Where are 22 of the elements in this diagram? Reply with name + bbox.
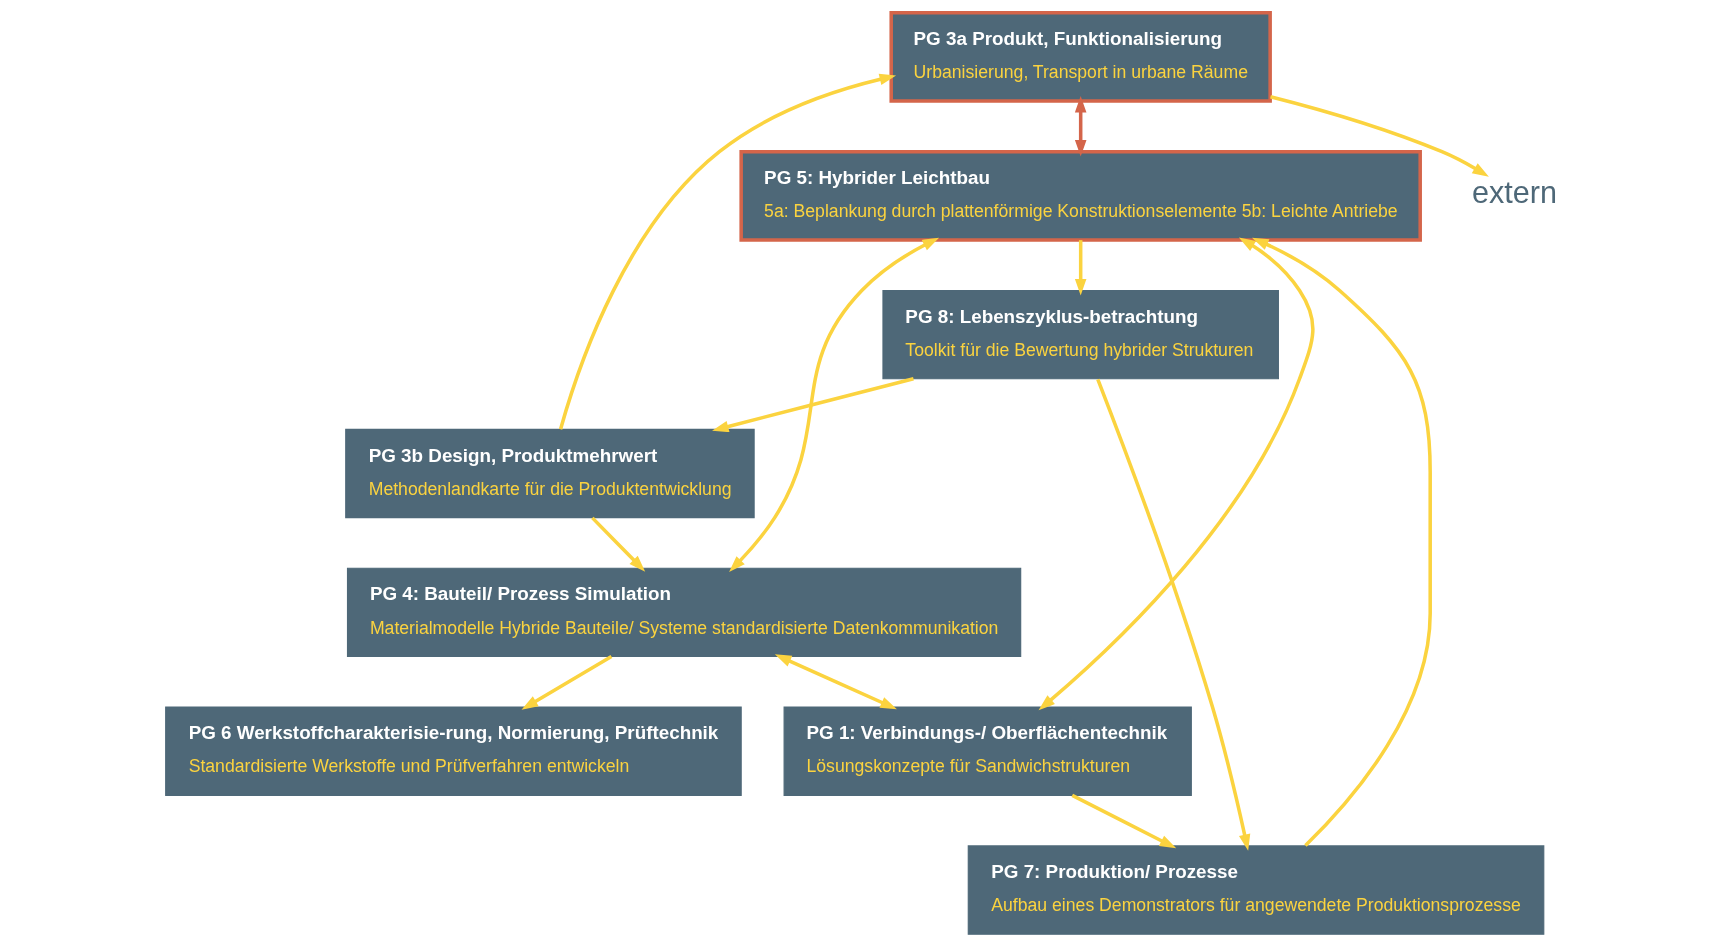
arrow — [1251, 237, 1432, 847]
node-box: PG 8: Lebenszyklus-betrachtung Toolkit für die Bewertung hybrider Strukturen — [881, 289, 1279, 380]
arrow — [558, 73, 896, 430]
arrow — [728, 237, 939, 573]
arrow — [1038, 237, 1315, 711]
arrow — [774, 654, 897, 710]
node-box: PG 4: Bauteil/ Prozess Simulation Materialmodelle Hybride Bauteile/ Systeme standardisierte Datenkommunikation — [346, 567, 1021, 658]
node-box: PG 3b Design, Produktmehrwert Methodenlandkarte für die Produktentwicklung — [344, 428, 755, 519]
arrow — [1095, 378, 1250, 851]
arrow — [590, 516, 645, 572]
node-box: PG 3a Produkt, Funktionalisierung Urbanisierung, Transport in urbane Räume — [888, 11, 1272, 103]
node-text: extern — [1471, 175, 1557, 210]
arrow — [1070, 793, 1176, 849]
arrow — [711, 377, 914, 433]
node-box: PG 6 Werkstoffcharakterisie-rung, Normierung, Prüftechnik Standardisierte Werkstoffe und Prüfverfahren entwickeln — [164, 706, 742, 796]
arrow — [521, 655, 612, 710]
node-box: PG 5: Hybrider Leichtbau 5a: Beplankung durch plattenförmige Konstruktionselemente 5b: Leichte Antriebe — [738, 149, 1422, 242]
node-box: PG 1: Verbindungs-/ Oberflächentechnik Lösungskonzepte für Sandwichstrukturen — [783, 706, 1192, 796]
node-box: PG 7: Produktion/ Prozesse Aufbau eines Demonstrators für angewendete Produktionsprozesse — [967, 845, 1544, 935]
arrow — [1269, 95, 1489, 177]
arrow — [1074, 95, 1086, 157]
arrow — [1074, 240, 1086, 296]
